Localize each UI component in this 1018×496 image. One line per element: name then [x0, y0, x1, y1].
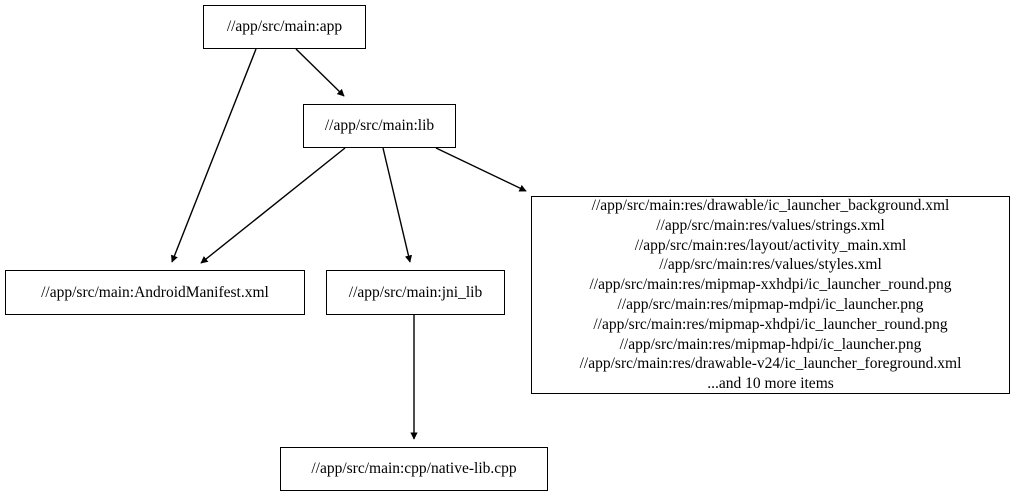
node-android-manifest[interactable]: //app/src/main:AndroidManifest.xml — [5, 270, 305, 315]
edge-lib-to-manifest — [200, 147, 346, 264]
res-line: //app/src/main:res/layout/activity_main.… — [634, 236, 907, 254]
edge-lib-to-res — [435, 147, 527, 192]
node-jni-lib-label: //app/src/main:jni_lib — [348, 283, 483, 301]
res-line: //app/src/main:res/drawable-v24/ic_launc… — [579, 355, 962, 373]
edge-lib-to-jni-lib — [382, 147, 413, 263]
node-native-lib-cpp[interactable]: //app/src/main:cpp/native-lib.cpp — [280, 447, 548, 491]
node-native-lib-cpp-label: //app/src/main:cpp/native-lib.cpp — [311, 460, 517, 478]
node-jni-lib[interactable]: //app/src/main:jni_lib — [326, 270, 505, 315]
res-line: //app/src/main:res/values/strings.xml — [656, 216, 885, 234]
res-line: ...and 10 more items — [707, 375, 834, 393]
node-android-manifest-label: //app/src/main:AndroidManifest.xml — [41, 283, 269, 301]
node-lib-label: //app/src/main:lib — [324, 117, 435, 135]
node-app[interactable]: //app/src/main:app — [203, 5, 366, 49]
edge-app-to-manifest — [171, 48, 257, 263]
edge-app-to-lib — [295, 48, 345, 97]
res-line: //app/src/main:res/mipmap-mdpi/ic_launch… — [617, 296, 924, 313]
node-res-collection[interactable]: //app/src/main:res/drawable/ic_launcher_… — [531, 196, 1010, 394]
res-line: //app/src/main:res/mipmap-hdpi/ic_launch… — [619, 335, 922, 353]
node-app-label: //app/src/main:app — [226, 18, 343, 36]
res-line: //app/src/main:res/mipmap-xhdpi/ic_launc… — [593, 315, 948, 333]
node-lib[interactable]: //app/src/main:lib — [303, 104, 456, 148]
res-line: //app/src/main:res/mipmap-xxhdpi/ic_laun… — [589, 276, 952, 294]
res-line: //app/src/main:res/values/styles.xml — [659, 256, 882, 274]
node-res-collection-label: //app/src/main:res/drawable/ic_launcher_… — [580, 196, 962, 394]
res-line: //app/src/main:res/drawable/ic_launcher_… — [591, 197, 950, 215]
